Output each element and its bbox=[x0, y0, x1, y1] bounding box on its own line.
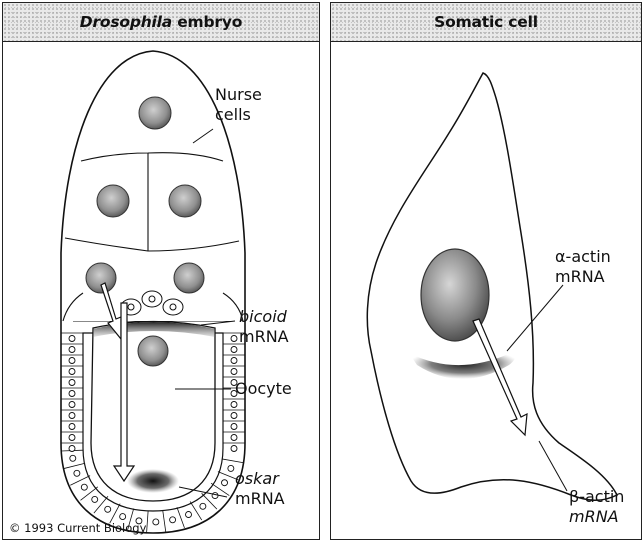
alpha-actin-label-line2: mRNA bbox=[555, 267, 611, 287]
follicle-nucleus bbox=[69, 369, 75, 375]
oskar-label: oskar mRNA bbox=[235, 469, 285, 509]
copyright-notice: © 1993 Current Biology bbox=[9, 521, 146, 535]
follicle-nucleus bbox=[228, 465, 234, 471]
follicle-nucleus bbox=[212, 493, 218, 499]
follicle-nucleus bbox=[69, 446, 75, 452]
beta-actin-label-line1: β-actin bbox=[569, 487, 624, 507]
follicle-nucleus bbox=[105, 506, 111, 512]
follicle-nucleus bbox=[74, 470, 80, 476]
egg-chamber-diagram bbox=[3, 3, 320, 540]
follicle-nucleus bbox=[186, 512, 192, 518]
follicle-nucleus bbox=[200, 503, 206, 509]
follicle-nucleus bbox=[231, 402, 237, 408]
follicle-nucleus bbox=[222, 480, 228, 486]
follicle-nucleus bbox=[231, 347, 237, 353]
follicle-nucleus bbox=[69, 424, 75, 430]
beta-actin-label: β-actin mRNA bbox=[569, 487, 624, 527]
somatic-cell-panel: Somatic cell α-a bbox=[330, 2, 642, 540]
oocyte-label: Oocyte bbox=[235, 379, 292, 399]
follicle-nucleus bbox=[231, 336, 237, 342]
follicle-nucleus bbox=[170, 517, 176, 523]
oskar-gene-name: oskar bbox=[235, 469, 285, 489]
follicle-nucleus bbox=[81, 484, 87, 490]
beta-actin-label-line2: mRNA bbox=[569, 507, 624, 527]
nurse-cells-label: Nurse cells bbox=[215, 85, 262, 125]
follicle-nucleus bbox=[69, 358, 75, 364]
oskar-mrna-text: mRNA bbox=[235, 489, 285, 509]
bicoid-gene-name: bicoid bbox=[239, 307, 289, 327]
follicle-nucleus bbox=[69, 391, 75, 397]
drosophila-panel: Drosophila embryo bbox=[2, 2, 320, 540]
follicle-nucleus bbox=[69, 347, 75, 353]
follicle-nucleus bbox=[231, 446, 237, 452]
oskar-mrna-spot bbox=[127, 469, 179, 493]
follicle-nucleus bbox=[120, 514, 126, 520]
follicle-nucleus bbox=[231, 435, 237, 441]
follicle-nucleus bbox=[92, 496, 98, 502]
follicle-nucleus bbox=[69, 435, 75, 441]
alpha-actin-label: α-actin mRNA bbox=[555, 247, 611, 287]
follicle-nucleus bbox=[231, 369, 237, 375]
alpha-actin-label-line1: α-actin bbox=[555, 247, 611, 267]
follicle-nucleus bbox=[70, 455, 76, 461]
nurse-cells-label-line1: Nurse bbox=[215, 85, 262, 105]
follicle-nucleus bbox=[231, 413, 237, 419]
follicle-nucleus bbox=[69, 402, 75, 408]
nurse-cells-label-line2: cells bbox=[215, 105, 262, 125]
follicle-nucleus bbox=[69, 413, 75, 419]
follicle-nucleus bbox=[69, 336, 75, 342]
follicle-nucleus bbox=[153, 519, 159, 525]
follicle-nucleus bbox=[231, 424, 237, 430]
bicoid-label: bicoid mRNA bbox=[239, 307, 289, 347]
follicle-nucleus bbox=[231, 358, 237, 364]
follicle-nucleus bbox=[69, 380, 75, 386]
bicoid-mrna-text: mRNA bbox=[239, 327, 289, 347]
